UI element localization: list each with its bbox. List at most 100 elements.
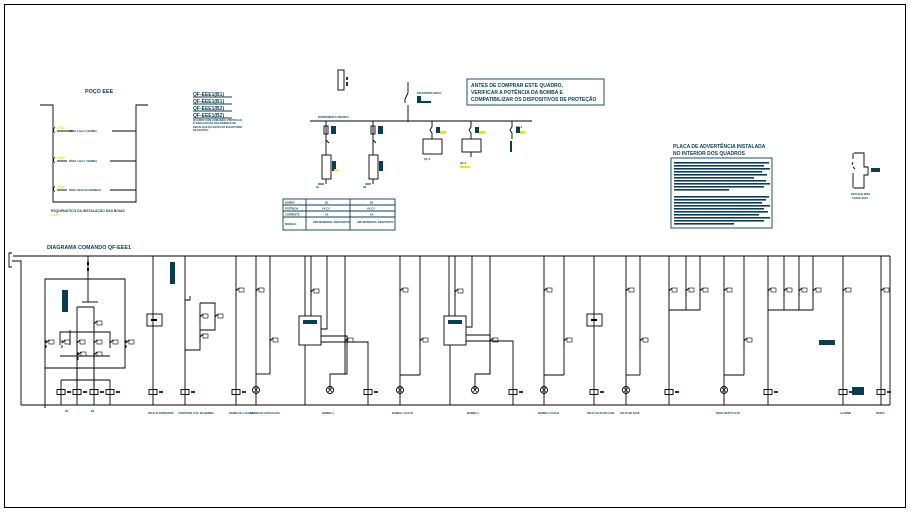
nc-contact-symbol [783, 287, 793, 296]
placard-text-line [674, 214, 759, 216]
feeder-b1: B1 [316, 121, 337, 189]
bottom-label: RELÉ ALTERNADOR [148, 410, 174, 415]
svg-text:VER MEMORIAL DESCRITIVO: VER MEMORIAL DESCRITIVO [357, 220, 394, 224]
nc-contact-symbol [743, 337, 753, 346]
nc-contact-symbol [77, 351, 87, 360]
svg-text:B2: B2 [363, 185, 367, 189]
nc-contact-symbol [419, 337, 429, 346]
svg-text:QC-2: QC-2 [460, 161, 467, 165]
well-caption-scale: S/ ESC. [51, 213, 61, 217]
svg-text:POTÊNCIA: POTÊNCIA [285, 206, 299, 211]
aux-circuit-3: QC-3 [509, 121, 525, 152]
well-title: POÇO EEE [85, 89, 114, 95]
coil-symbol [148, 389, 163, 395]
svg-text:SN3: SN3 [58, 126, 65, 130]
nc-contact-symbol [269, 337, 279, 346]
lamp-symbol [471, 386, 479, 394]
nc-contact-symbol [563, 337, 573, 346]
nc-contact-symbol [842, 287, 852, 296]
placard-text-line [674, 174, 767, 176]
bus-label: BARRAMENTO 380/220V [318, 115, 349, 119]
lamp-symbol [252, 386, 260, 394]
svg-text:NO INTERIOR DOS QUADROS: NO INTERIOR DOS QUADROS [673, 151, 746, 157]
coil-symbol [105, 389, 120, 395]
lamp-symbol [622, 386, 630, 394]
placard-text-line [674, 211, 768, 213]
lamp-symbol [720, 386, 728, 394]
sheet-border [4, 4, 906, 508]
svg-text:ANTES DE COMPRAR ESTE QUADRO,: ANTES DE COMPRAR ESTE QUADRO, [471, 83, 564, 89]
control-diagram-title: DIAGRAMA COMANDO QF-EEE1 [47, 245, 131, 251]
phase-relay-box [298, 315, 322, 346]
placard-text-line [674, 205, 770, 207]
bottom-label: B2 [91, 409, 95, 413]
bottom-label: FALTA DE FASE [620, 411, 640, 415]
nc-contact-symbol [767, 287, 777, 296]
warning-placard: PLACA DE ADVERTÊNCIA INSTALADA NO INTERI… [670, 142, 773, 229]
coil-symbol [838, 389, 853, 395]
svg-text:XX: XX [325, 213, 329, 217]
nc-contact-symbol [639, 337, 649, 346]
bottom-label: B1 [65, 409, 69, 413]
nc-contact-symbol [235, 287, 245, 296]
lamp-symbol [540, 386, 548, 394]
placard-text-line [674, 186, 764, 188]
coil-symbol [72, 389, 87, 395]
svg-text:COMPATIBILIZAR OS DISPOSITIVOS: COMPATIBILIZAR OS DISPOSITIVOS DE PROTEÇ… [471, 96, 596, 103]
nc-contact-symbol [255, 287, 265, 296]
svg-text:CORRENTE: CORRENTE [285, 213, 300, 217]
coil-symbol [664, 389, 679, 395]
bottom-label: BOMBA 1 [322, 411, 334, 415]
svg-text:XX: XX [370, 213, 374, 217]
placard-text-line [674, 165, 764, 167]
nc-contact-symbol [625, 287, 635, 296]
svg-text:NÍVEL DESLIGA BOMBAS: NÍVEL DESLIGA BOMBAS [69, 187, 101, 192]
svg-text:XX CV: XX CV [367, 207, 375, 211]
svg-text:B1: B1 [325, 201, 329, 205]
warning-box: ANTES DE COMPRAR ESTE QUADRO, VERIFICAR … [466, 78, 605, 106]
svg-text:SN1: SN1 [58, 185, 65, 189]
coil-symbol [589, 389, 604, 395]
coil-symbol [180, 389, 195, 395]
placard-text-line [674, 183, 770, 185]
placard-text-line [674, 180, 766, 182]
selector-switch-label [62, 290, 68, 312]
placard-text-line [674, 208, 764, 210]
nc-contact-symbol [45, 339, 55, 348]
pump-table: BOMBA B1 B2 POTÊNCIA XX CV XX CV CORRENT… [282, 198, 396, 231]
svg-text:QF-EEE1(B1): QF-EEE1(B1) [193, 99, 224, 105]
bottom-label: BOMBA 1 FALHA [392, 411, 413, 415]
nc-contact-symbol [798, 287, 808, 296]
svg-text:QF-EEE1(B1): QF-EEE1(B1) [193, 92, 224, 98]
nc-contact-symbol [214, 313, 224, 322]
well-schematic: POÇO EEE SN3 NÍVEL LIGA 2ª BOMBA SN2 NÍV… [40, 89, 148, 217]
placard-text-line [674, 171, 762, 173]
nc-contact-symbol [543, 287, 553, 296]
bottom-label: CONTATOR AUX. DE BOMBA [178, 411, 214, 415]
placard-text-line [674, 162, 769, 164]
nc-contact-symbol [699, 287, 709, 296]
bottom-label: BOMBA B1 DESLIGADA [250, 411, 280, 415]
svg-text:QC-3: QC-3 [516, 125, 523, 129]
svg-text:QF-EEE1(B2): QF-EEE1(B2) [193, 113, 224, 119]
float-level-1: SN1 NÍVEL DESLIGA BOMBAS [53, 185, 136, 193]
svg-text:VER MEMORIAL DESCRITIVO: VER MEMORIAL DESCRITIVO [313, 220, 350, 224]
nc-contact-symbol [310, 288, 320, 297]
coil-symbol [763, 389, 778, 395]
svg-text:DETALHE BOIA: DETALHE BOIA [851, 192, 870, 196]
nc-contact-symbol [399, 287, 409, 296]
svg-text:NÍVEL LIGA 2ª BOMBA: NÍVEL LIGA 2ª BOMBA [69, 128, 97, 133]
bottom-label: BOMBA 2 [467, 411, 479, 415]
nc-contact-symbol [668, 287, 678, 296]
float-level-3: SN3 NÍVEL LIGA 2ª BOMBA [53, 126, 136, 134]
svg-text:CHAVE BOIA: CHAVE BOIA [852, 196, 868, 200]
coil-symbol [56, 389, 71, 395]
svg-text:B2: B2 [370, 201, 374, 205]
placard-text-line [674, 189, 729, 191]
nc-contact-symbol [93, 320, 103, 329]
bottom-label: NÍVEL MUITO ALTO [716, 410, 740, 415]
control-bottom-labels: B1 B2 RELÉ ALTERNADOR CONTATOR AUX. DE BOMB… [65, 409, 885, 415]
coil-symbol [363, 389, 378, 395]
placard-text-line [674, 199, 766, 201]
